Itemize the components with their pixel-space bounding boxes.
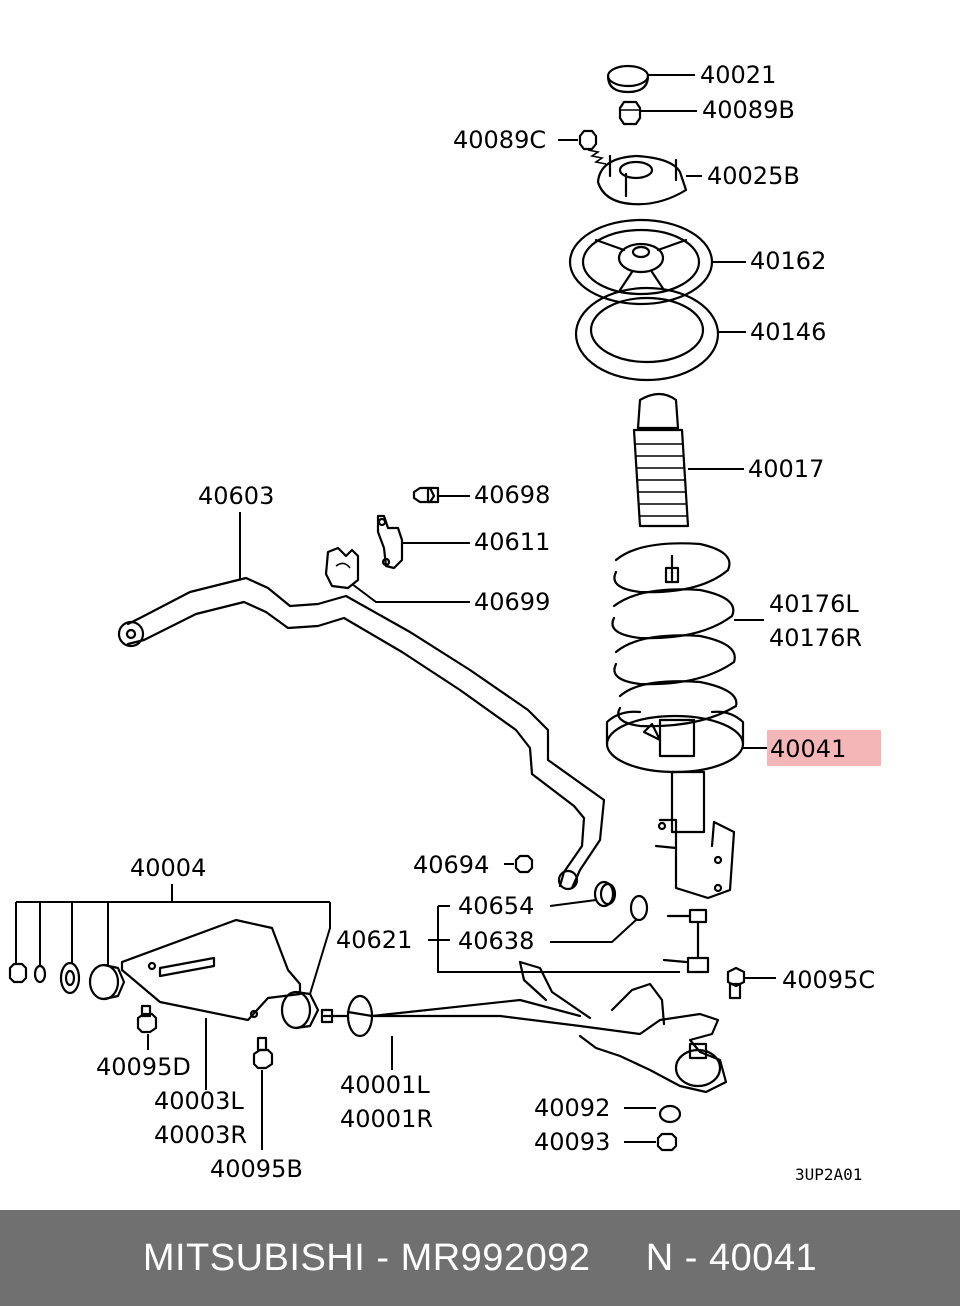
- highlight-box: [767, 730, 881, 766]
- label-40176l: 40176L: [769, 590, 859, 618]
- label-40021: 40021: [700, 61, 776, 89]
- label-40095d: 40095D: [96, 1053, 191, 1081]
- label-40603: 40603: [198, 482, 274, 510]
- label-40654: 40654: [458, 892, 534, 920]
- bracket-40611: [376, 514, 404, 570]
- stabilizer-link-40621: [662, 908, 710, 974]
- washer-40004-b: [59, 961, 81, 995]
- label-40093: 40093: [534, 1128, 610, 1156]
- figure-code: 3UP2A01: [795, 1165, 862, 1184]
- nut-40093: [656, 1132, 678, 1152]
- bushing-40004-a: [88, 963, 126, 1001]
- bolt-40095d: [136, 1004, 158, 1034]
- lower-spring-seat-40041: [605, 710, 745, 774]
- nut-40004-d: [8, 962, 28, 984]
- bushing-40699: [324, 546, 360, 590]
- stabilizer-bar-40603: [117, 576, 606, 891]
- label-40092: 40092: [534, 1094, 610, 1122]
- label-40694: 40694: [413, 851, 489, 879]
- dust-cap-40021: [606, 64, 650, 94]
- washer-40638: [629, 894, 649, 922]
- label-40146: 40146: [750, 318, 826, 346]
- bushing-40654: [593, 880, 617, 908]
- label-40003l: 40003L: [154, 1087, 244, 1115]
- nut-40089b: [618, 100, 642, 126]
- nut-40089c: [578, 129, 607, 165]
- label-40611: 40611: [474, 528, 550, 556]
- footer-bar: MITSUBISHI - MR992092 N - 40041: [0, 1210, 960, 1306]
- coil-spring-40176: [611, 542, 738, 728]
- nut-40694: [514, 854, 534, 874]
- bushing-40004-e: [280, 990, 320, 1030]
- label-40095c: 40095C: [782, 966, 875, 994]
- upper-mount-40025b: [596, 154, 688, 206]
- label-40621: 40621: [336, 926, 412, 954]
- label-40025b: 40025B: [707, 162, 800, 190]
- label-40089c: 40089C: [453, 126, 546, 154]
- label-40095b: 40095B: [210, 1155, 303, 1183]
- bushing-40092: [658, 1104, 682, 1124]
- washer-40004-c: [33, 964, 47, 984]
- label-40017: 40017: [748, 455, 824, 483]
- bolt-40095c: [726, 966, 746, 1000]
- label-40638: 40638: [458, 927, 534, 955]
- label-40089b: 40089B: [702, 96, 795, 124]
- footer-part-info: MITSUBISHI - MR992092 N - 40041: [142, 1236, 818, 1279]
- spring-seat-upper-40162: [568, 218, 714, 306]
- bump-stopper-40017: [632, 392, 690, 528]
- label-40699: 40699: [474, 588, 550, 616]
- bolt-40698: [412, 486, 440, 504]
- parts-diagram: 40021 40089B 40089C 40025B 40162 40146 4…: [8, 61, 881, 1184]
- label-40176r: 40176R: [769, 624, 862, 652]
- label-40004: 40004: [130, 854, 206, 882]
- label-40003r: 40003R: [154, 1121, 247, 1149]
- label-40041: 40041: [770, 735, 846, 763]
- bolt-40095b: [252, 1036, 274, 1070]
- label-40698: 40698: [474, 481, 550, 509]
- label-40001l: 40001L: [340, 1071, 430, 1099]
- insulator-40146: [574, 286, 720, 382]
- lower-arm-40001: [320, 960, 728, 1094]
- bracket-40003: [120, 918, 302, 1022]
- strut-body: [654, 770, 736, 900]
- label-40001r: 40001R: [340, 1105, 433, 1133]
- label-40162: 40162: [750, 247, 826, 275]
